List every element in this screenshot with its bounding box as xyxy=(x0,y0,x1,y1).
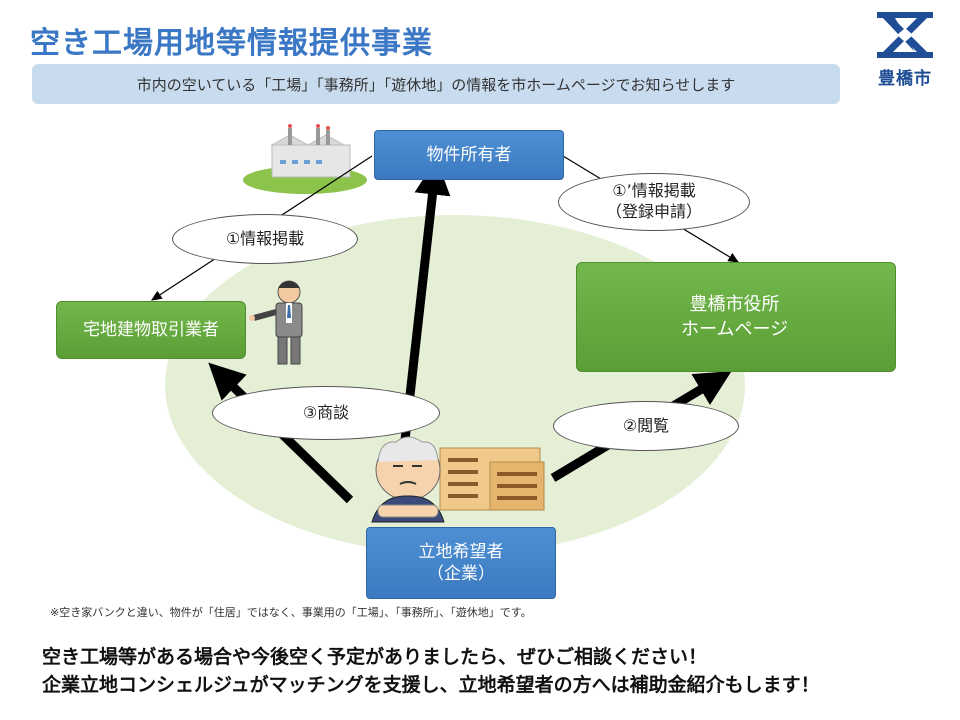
oval-info-posting: ①情報掲載 xyxy=(172,214,358,264)
subtitle-text: 市内の空いている「工場」「事務所」「遊休地」の情報を市ホームページでお知らせしま… xyxy=(136,75,736,94)
browse-label: ②閲覧 xyxy=(622,415,670,435)
applicant-person-illustration xyxy=(371,436,445,523)
oval-negotiation: ③商談 xyxy=(212,386,440,440)
applicant-label-line1: 立地希望者 xyxy=(418,541,504,562)
info-posting-registration-line1: ①’情報掲載 xyxy=(612,181,696,201)
info-posting-label: ①情報掲載 xyxy=(225,228,305,248)
businessman-illustration xyxy=(249,280,303,365)
factory-illustration xyxy=(243,124,367,194)
company-building-illustration xyxy=(439,447,545,511)
city-emblem-icon xyxy=(877,12,933,58)
city-homepage-box: 豊橋市役所 ホームページ xyxy=(576,262,896,372)
oval-browse: ②閲覧 xyxy=(553,401,739,451)
realtor-box: 宅地建物取引業者 xyxy=(56,301,246,359)
applicant-label-line2: （企業） xyxy=(427,564,495,584)
footnote: ※空き家バンクと違い、物件が「住居」ではなく、事業用の「工場」、「事務所」、「遊… xyxy=(50,606,532,619)
logo-text: 豊橋市 xyxy=(878,69,932,89)
city-homepage-label-line2: ホームページ xyxy=(681,319,789,340)
info-posting-registration-line2: （登録申請） xyxy=(605,202,702,221)
realtor-label: 宅地建物取引業者 xyxy=(83,319,219,340)
call-to-action-line1: 空き工場等がある場合や今後空く予定がありましたら、ぜひご相談ください！ xyxy=(42,646,708,668)
call-to-action: 空き工場等がある場合や今後空く予定がありましたら、ぜひご相談ください！ 企業立地… xyxy=(42,644,820,699)
location-applicant-box: 立地希望者 （企業） xyxy=(366,527,556,599)
page-title: 空き工場用地等情報提供事業 xyxy=(30,26,433,61)
negotiation-label: ③商談 xyxy=(302,402,350,422)
city-homepage-label-line1: 豊橋市役所 xyxy=(689,293,780,315)
property-owner-box: 物件所有者 xyxy=(374,130,564,180)
city-logo: 豊橋市 xyxy=(868,10,942,89)
property-owner-label: 物件所有者 xyxy=(426,144,512,165)
subtitle-banner: 市内の空いている「工場」「事務所」「遊休地」の情報を市ホームページでお知らせしま… xyxy=(32,64,840,104)
call-to-action-line2: 企業立地コンシェルジュがマッチングを支援し、立地希望者の方へは補助金紹介もします… xyxy=(42,673,820,696)
oval-info-posting-registration: ①’情報掲載 （登録申請） xyxy=(558,173,750,231)
